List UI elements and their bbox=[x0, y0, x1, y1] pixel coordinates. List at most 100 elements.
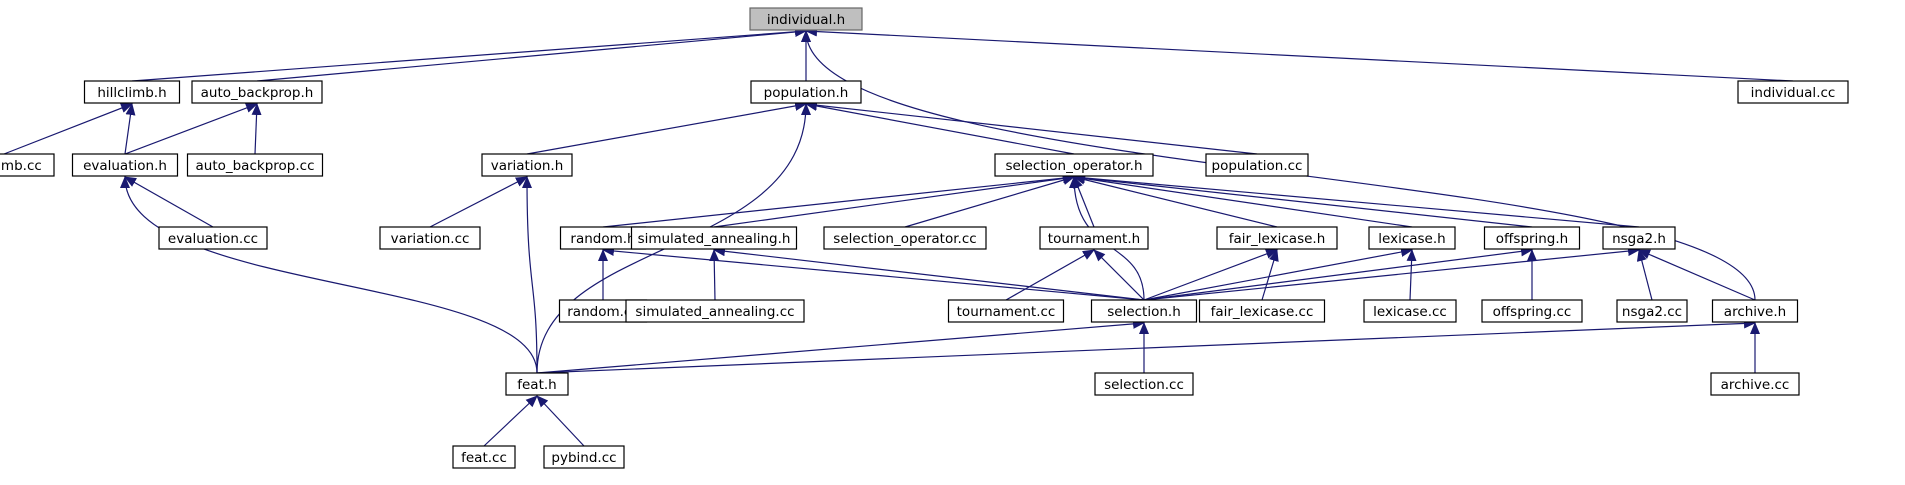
node-label: archive.h bbox=[1724, 304, 1786, 320]
node-variation-h[interactable]: variation.h bbox=[481, 153, 573, 177]
edge-individual-cc-to-individual-h bbox=[805, 26, 1794, 82]
node-box bbox=[0, 153, 55, 177]
edge-random-h-to-selection-operator-h bbox=[602, 173, 1075, 228]
edge-evaluation-h-to-auto-backprop-h bbox=[124, 103, 258, 155]
node-label: population.cc bbox=[1212, 158, 1303, 174]
node-box bbox=[1602, 226, 1676, 250]
edge-selection-h-to-tournament-h bbox=[1093, 249, 1145, 301]
node-feat-h[interactable]: feat.h bbox=[505, 372, 569, 396]
node-label: tournament.h bbox=[1048, 231, 1140, 247]
edge-feat-h-to-archive-h bbox=[536, 318, 1756, 374]
node-offspring-cc[interactable]: offspring.cc bbox=[1481, 299, 1583, 323]
edge-selection-h-to-random-h bbox=[602, 246, 1145, 301]
edge-auto-backprop-cc-to-auto-backprop-h bbox=[251, 103, 262, 155]
node-variation-cc[interactable]: variation.cc bbox=[379, 226, 481, 250]
node-label: offspring.cc bbox=[1493, 304, 1572, 320]
node-box bbox=[1483, 226, 1581, 250]
node-auto-backprop-h[interactable]: auto_backprop.h bbox=[191, 80, 323, 104]
node-box bbox=[379, 226, 481, 250]
node-box bbox=[543, 445, 625, 469]
edge-feat-cc-to-feat-h bbox=[483, 395, 538, 447]
node-simulated-annealing-cc[interactable]: simulated_annealing.cc bbox=[625, 299, 805, 323]
node-selection-cc[interactable]: selection.cc bbox=[1094, 372, 1194, 396]
edge-feat-h-to-evaluation-h bbox=[120, 176, 538, 374]
node-box bbox=[1737, 80, 1849, 104]
node-label: selection.h bbox=[1107, 304, 1181, 320]
edge-pybind-cc-to-feat-h bbox=[536, 395, 585, 447]
node-tournament-cc[interactable]: tournament.cc bbox=[947, 299, 1065, 323]
node-box bbox=[1363, 299, 1457, 323]
edge-feat-h-to-selection-h bbox=[536, 318, 1145, 374]
node-label: simulated_annealing.cc bbox=[635, 304, 794, 320]
node-box bbox=[947, 299, 1065, 323]
node-box bbox=[1090, 299, 1198, 323]
edge-evaluation-cc-to-evaluation-h bbox=[124, 176, 214, 228]
node-simulated-annealing-h[interactable]: simulated_annealing.h bbox=[630, 226, 798, 250]
node-fair-lexicase-h[interactable]: fair_lexicase.h bbox=[1216, 226, 1338, 250]
node-label: pybind.cc bbox=[551, 450, 616, 466]
node-hillclimb-cc[interactable]: hillclimb.cc bbox=[0, 153, 55, 177]
edge-nsga2-h-to-selection-operator-h bbox=[1073, 172, 1640, 228]
edge-selection-h-to-nsga2-h bbox=[1143, 246, 1640, 301]
node-nsga2-h[interactable]: nsga2.h bbox=[1602, 226, 1676, 250]
edge-selection-operator-cc-to-selection-operator-h bbox=[904, 175, 1075, 228]
node-population-cc[interactable]: population.cc bbox=[1205, 153, 1309, 177]
node-tournament-h[interactable]: tournament.h bbox=[1039, 226, 1149, 250]
node-label: selection.cc bbox=[1104, 377, 1184, 393]
node-hillclimb-h[interactable]: hillclimb.h bbox=[83, 80, 181, 104]
node-pybind-cc[interactable]: pybind.cc bbox=[543, 445, 625, 469]
node-box bbox=[1368, 226, 1456, 250]
edge-selection-h-to-offspring-h bbox=[1143, 246, 1533, 301]
edge-evaluation-h-to-hillclimb-h bbox=[124, 103, 136, 155]
edge-hillclimb-h-to-individual-h bbox=[131, 26, 807, 82]
node-random-h[interactable]: random.h bbox=[559, 226, 647, 250]
node-box bbox=[1616, 299, 1688, 323]
node-evaluation-cc[interactable]: evaluation.cc bbox=[158, 226, 268, 250]
node-label: random.cc bbox=[567, 304, 639, 320]
edge-simulated-annealing-cc-to-simulated-annealing-h bbox=[709, 249, 720, 301]
node-box bbox=[1710, 372, 1800, 396]
node-selection-operator-h[interactable]: selection_operator.h bbox=[994, 153, 1154, 177]
node-label: variation.cc bbox=[391, 231, 470, 247]
node-archive-cc[interactable]: archive.cc bbox=[1710, 372, 1800, 396]
node-box bbox=[186, 153, 324, 177]
edge-hillclimb-cc-to-hillclimb-h bbox=[3, 103, 133, 155]
node-label: lexicase.h bbox=[1378, 231, 1445, 247]
node-label: selection_operator.cc bbox=[833, 231, 976, 247]
node-lexicase-h[interactable]: lexicase.h bbox=[1368, 226, 1456, 250]
node-random-cc[interactable]: random.cc bbox=[558, 299, 648, 323]
node-archive-h[interactable]: archive.h bbox=[1711, 299, 1799, 323]
edge-variation-h-to-population-h bbox=[526, 101, 807, 155]
edge-feat-h-to-variation-h bbox=[522, 176, 538, 374]
node-label: feat.h bbox=[517, 377, 556, 393]
node-offspring-h[interactable]: offspring.h bbox=[1483, 226, 1581, 250]
node-feat-cc[interactable]: feat.cc bbox=[452, 445, 516, 469]
node-label: hillclimb.h bbox=[97, 85, 166, 101]
edge-simulated-annealing-h-to-selection-operator-h bbox=[713, 173, 1075, 228]
node-label: evaluation.cc bbox=[168, 231, 258, 247]
node-label: tournament.cc bbox=[957, 304, 1056, 320]
node-fair-lexicase-cc[interactable]: fair_lexicase.cc bbox=[1198, 299, 1326, 323]
edge-offspring-h-to-selection-operator-h bbox=[1073, 173, 1533, 228]
node-box bbox=[625, 299, 805, 323]
node-nsga2-cc[interactable]: nsga2.cc bbox=[1616, 299, 1688, 323]
node-evaluation-h[interactable]: evaluation.h bbox=[71, 153, 179, 177]
node-population-h[interactable]: population.h bbox=[750, 80, 862, 104]
edge-tournament-cc-to-tournament-h bbox=[1005, 249, 1095, 301]
node-box bbox=[1216, 226, 1338, 250]
edge-lexicase-cc-to-lexicase-h bbox=[1406, 249, 1417, 301]
node-individual-h[interactable]: individual.h bbox=[749, 7, 863, 31]
edge-fair-lexicase-h-to-selection-operator-h bbox=[1073, 174, 1278, 228]
node-individual-cc[interactable]: individual.cc bbox=[1737, 80, 1849, 104]
node-lexicase-cc[interactable]: lexicase.cc bbox=[1363, 299, 1457, 323]
node-label: offspring.h bbox=[1496, 231, 1568, 247]
node-selection-h[interactable]: selection.h bbox=[1090, 299, 1198, 323]
node-box bbox=[1205, 153, 1309, 177]
node-box bbox=[1711, 299, 1799, 323]
node-selection-operator-cc[interactable]: selection_operator.cc bbox=[823, 226, 987, 250]
node-auto-backprop-cc[interactable]: auto_backprop.cc bbox=[186, 153, 324, 177]
node-label: simulated_annealing.h bbox=[638, 231, 791, 247]
node-box bbox=[191, 80, 323, 104]
node-box bbox=[749, 7, 863, 31]
